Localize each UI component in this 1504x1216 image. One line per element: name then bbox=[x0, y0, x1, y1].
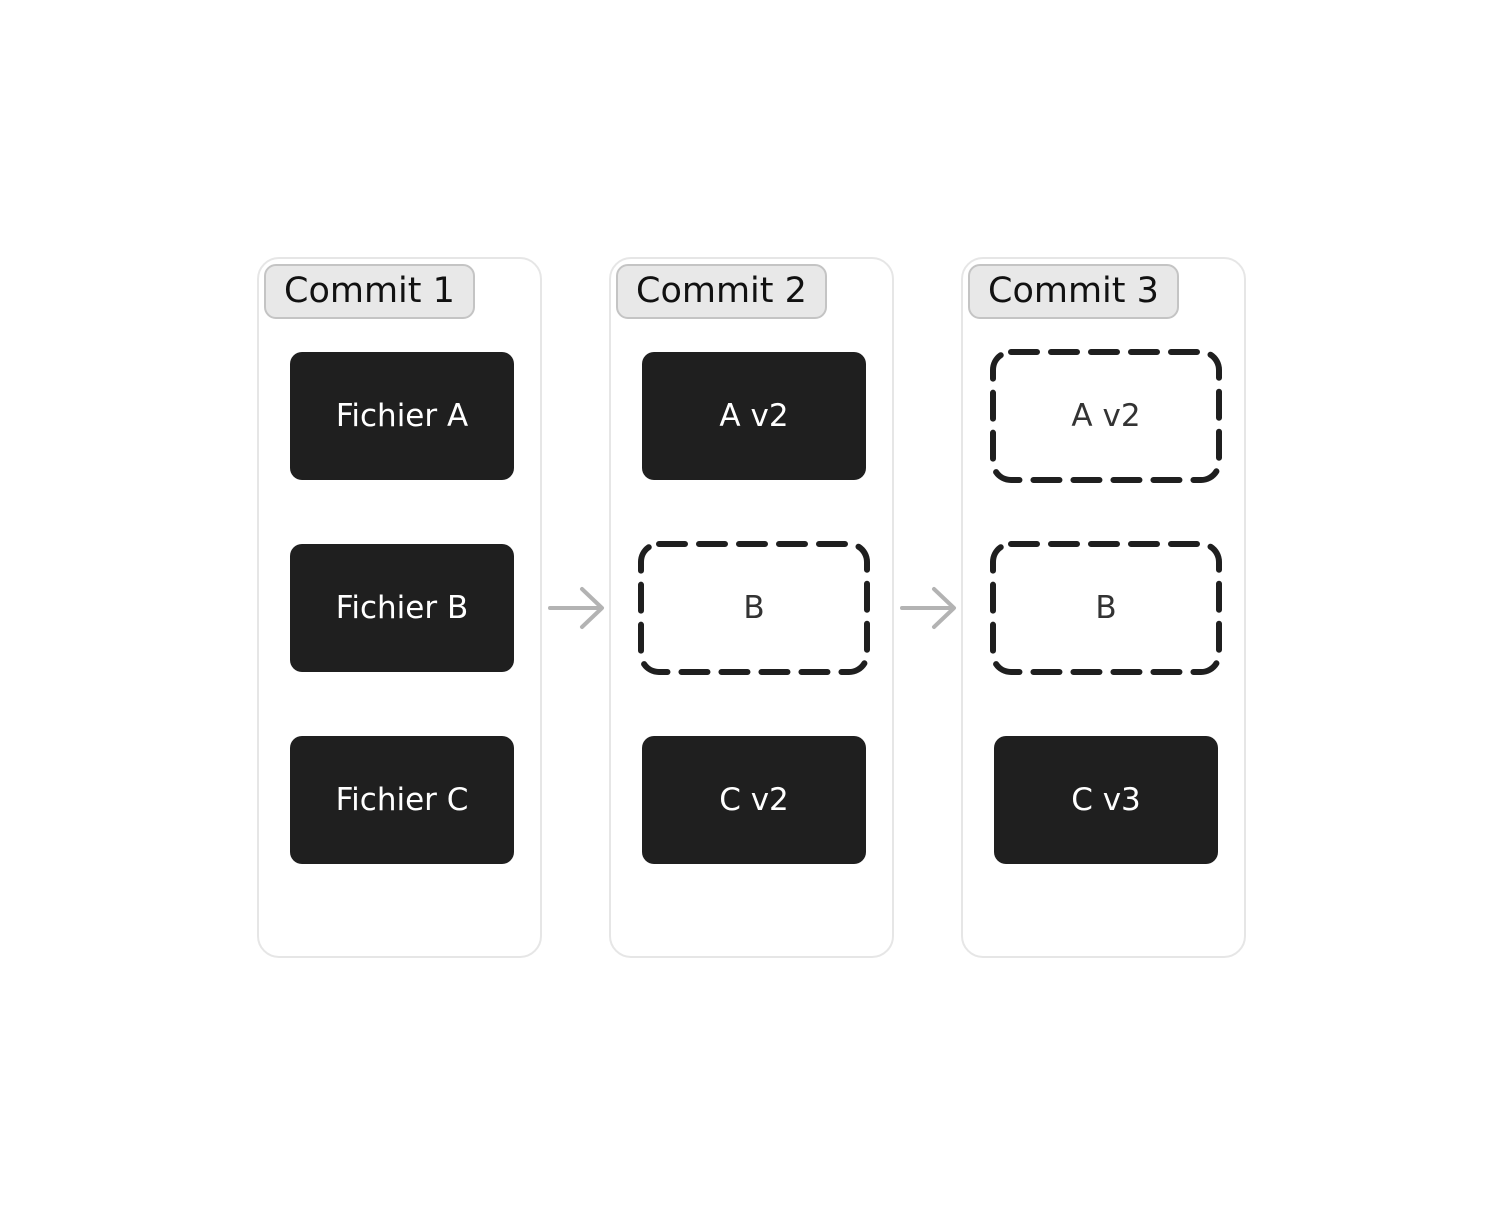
file-box: C v2 bbox=[642, 736, 866, 864]
commit-label: Commit 1 bbox=[264, 264, 475, 319]
file-box: A v2 bbox=[642, 352, 866, 480]
file-box-dashed: A v2 bbox=[990, 349, 1222, 483]
file-label: Fichier B bbox=[335, 590, 469, 626]
arrow-right-icon bbox=[900, 587, 956, 629]
file-label: Fichier C bbox=[335, 782, 469, 818]
file-box: Fichier B bbox=[290, 544, 514, 672]
file-label: C v3 bbox=[1071, 782, 1141, 818]
dashed-frame bbox=[990, 349, 1222, 483]
commit-label: Commit 2 bbox=[616, 264, 827, 319]
file-label: A v2 bbox=[719, 398, 789, 434]
file-box-dashed: B bbox=[990, 541, 1222, 675]
file-box-dashed: B bbox=[638, 541, 870, 675]
dashed-frame bbox=[638, 541, 870, 675]
dashed-frame bbox=[990, 541, 1222, 675]
file-box: C v3 bbox=[994, 736, 1218, 864]
file-box: Fichier C bbox=[290, 736, 514, 864]
commit-label: Commit 3 bbox=[968, 264, 1179, 319]
file-label: A v2 bbox=[1071, 398, 1141, 434]
arrow-right-icon bbox=[548, 587, 604, 629]
file-label: B bbox=[1095, 590, 1117, 626]
file-label: B bbox=[743, 590, 765, 626]
file-label: C v2 bbox=[719, 782, 789, 818]
commit-panel-3: Commit 3 A v2 B C v3 bbox=[961, 257, 1246, 958]
file-box: Fichier A bbox=[290, 352, 514, 480]
commit-panel-2: Commit 2 A v2 B C v2 bbox=[609, 257, 894, 958]
file-label: Fichier A bbox=[335, 398, 469, 434]
commit-panel-1: Commit 1 Fichier A Fichier B Fichier C bbox=[257, 257, 542, 958]
